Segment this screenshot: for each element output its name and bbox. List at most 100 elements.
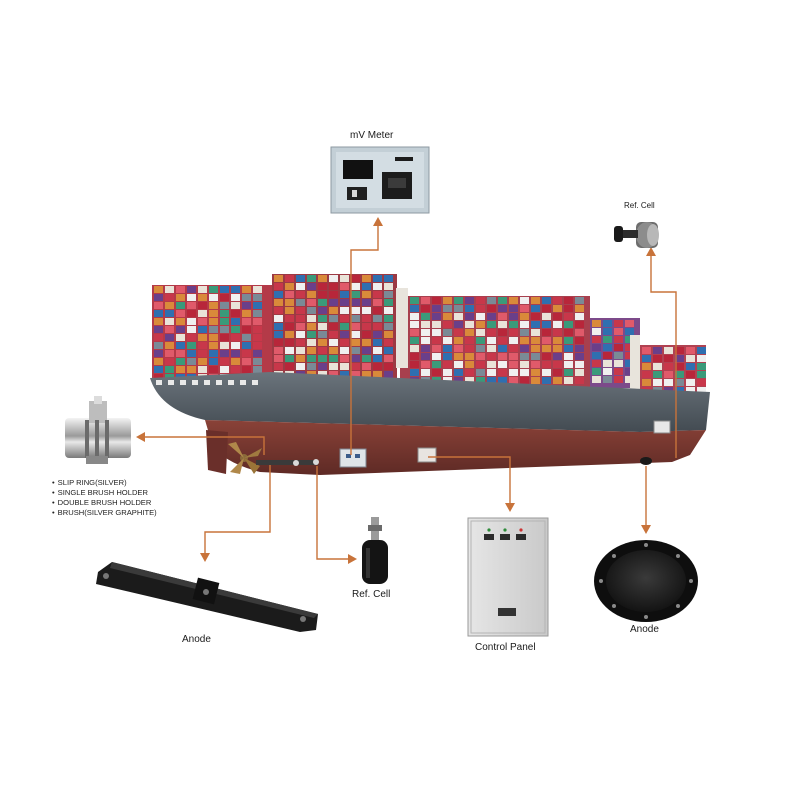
container-block	[498, 345, 507, 352]
container-block	[625, 320, 634, 327]
container-block	[351, 331, 360, 338]
container-block	[686, 371, 695, 378]
container-block	[592, 360, 601, 367]
hull-upper	[150, 372, 710, 432]
container-block	[686, 355, 695, 362]
container-block	[384, 331, 393, 338]
container-block	[465, 353, 474, 360]
container-block	[697, 379, 706, 386]
container-block	[209, 318, 218, 325]
container-block	[187, 318, 196, 325]
container-block	[340, 299, 349, 306]
container-block	[296, 363, 305, 370]
container-block	[421, 313, 430, 320]
container-block	[253, 366, 262, 373]
container-block	[285, 275, 294, 282]
container-block	[432, 329, 441, 336]
container-block	[625, 352, 634, 359]
slip-ring-list-item: SLIP RING(SILVER)	[52, 478, 157, 488]
container-block	[553, 329, 562, 336]
container-block	[187, 358, 196, 365]
container-block	[686, 347, 695, 354]
container-block	[307, 315, 316, 322]
container-block	[531, 353, 540, 360]
container-block	[487, 377, 496, 384]
container-block	[154, 358, 163, 365]
container-block	[384, 323, 393, 330]
container-block	[421, 337, 430, 344]
container-block	[686, 387, 695, 394]
container-block	[231, 318, 240, 325]
container-block	[176, 334, 185, 341]
container-block	[564, 353, 573, 360]
container-block	[520, 337, 529, 344]
container-block	[165, 342, 174, 349]
container-block	[542, 353, 551, 360]
container-block	[187, 302, 196, 309]
container-block	[340, 355, 349, 362]
container-block	[187, 286, 196, 293]
container-block	[432, 297, 441, 304]
container-block	[487, 329, 496, 336]
container-block	[476, 321, 485, 328]
container-block	[198, 350, 207, 357]
container-block	[432, 321, 441, 328]
container-block	[614, 352, 623, 359]
container-block	[296, 339, 305, 346]
container-block	[318, 339, 327, 346]
container-block	[318, 355, 327, 362]
container-block	[253, 286, 262, 293]
container-block	[198, 294, 207, 301]
container-block	[220, 318, 229, 325]
container-block	[531, 345, 540, 352]
container-block	[198, 334, 207, 341]
container-block	[351, 291, 360, 298]
container-block	[209, 286, 218, 293]
container-block	[296, 315, 305, 322]
mv-meter-label: mV Meter	[350, 130, 394, 141]
container-block	[487, 353, 496, 360]
container-block	[165, 286, 174, 293]
container-block	[384, 299, 393, 306]
container-block	[253, 318, 262, 325]
container-block	[509, 337, 518, 344]
container-block	[285, 331, 294, 338]
container-block	[553, 337, 562, 344]
container-block	[443, 321, 452, 328]
container-block	[231, 310, 240, 317]
container-block	[340, 363, 349, 370]
container-block	[165, 350, 174, 357]
container-block	[603, 360, 612, 367]
container-block	[209, 294, 218, 301]
connector-lines	[142, 224, 677, 560]
container-block	[274, 307, 283, 314]
anode-right-label: Anode	[630, 624, 659, 635]
container-block	[242, 286, 251, 293]
container-block	[642, 363, 651, 370]
container-block	[564, 369, 573, 376]
container-block	[675, 371, 684, 378]
container-block	[614, 376, 623, 383]
container-block	[187, 294, 196, 301]
container-block	[318, 275, 327, 282]
container-block	[351, 371, 360, 378]
container-block	[165, 358, 174, 365]
container-block	[476, 377, 485, 384]
container-block	[318, 283, 327, 290]
container-block	[307, 291, 316, 298]
container-block	[410, 345, 419, 352]
container-block	[329, 347, 338, 354]
container-block	[454, 321, 463, 328]
container-block	[443, 353, 452, 360]
container-block	[351, 363, 360, 370]
container-block	[198, 326, 207, 333]
container-block	[220, 366, 229, 373]
container-block	[198, 366, 207, 373]
container-block	[509, 353, 518, 360]
container-block	[373, 371, 382, 378]
container-block	[209, 358, 218, 365]
container-block	[351, 323, 360, 330]
container-block	[542, 305, 551, 312]
container-block	[274, 275, 283, 282]
container-block	[154, 294, 163, 301]
